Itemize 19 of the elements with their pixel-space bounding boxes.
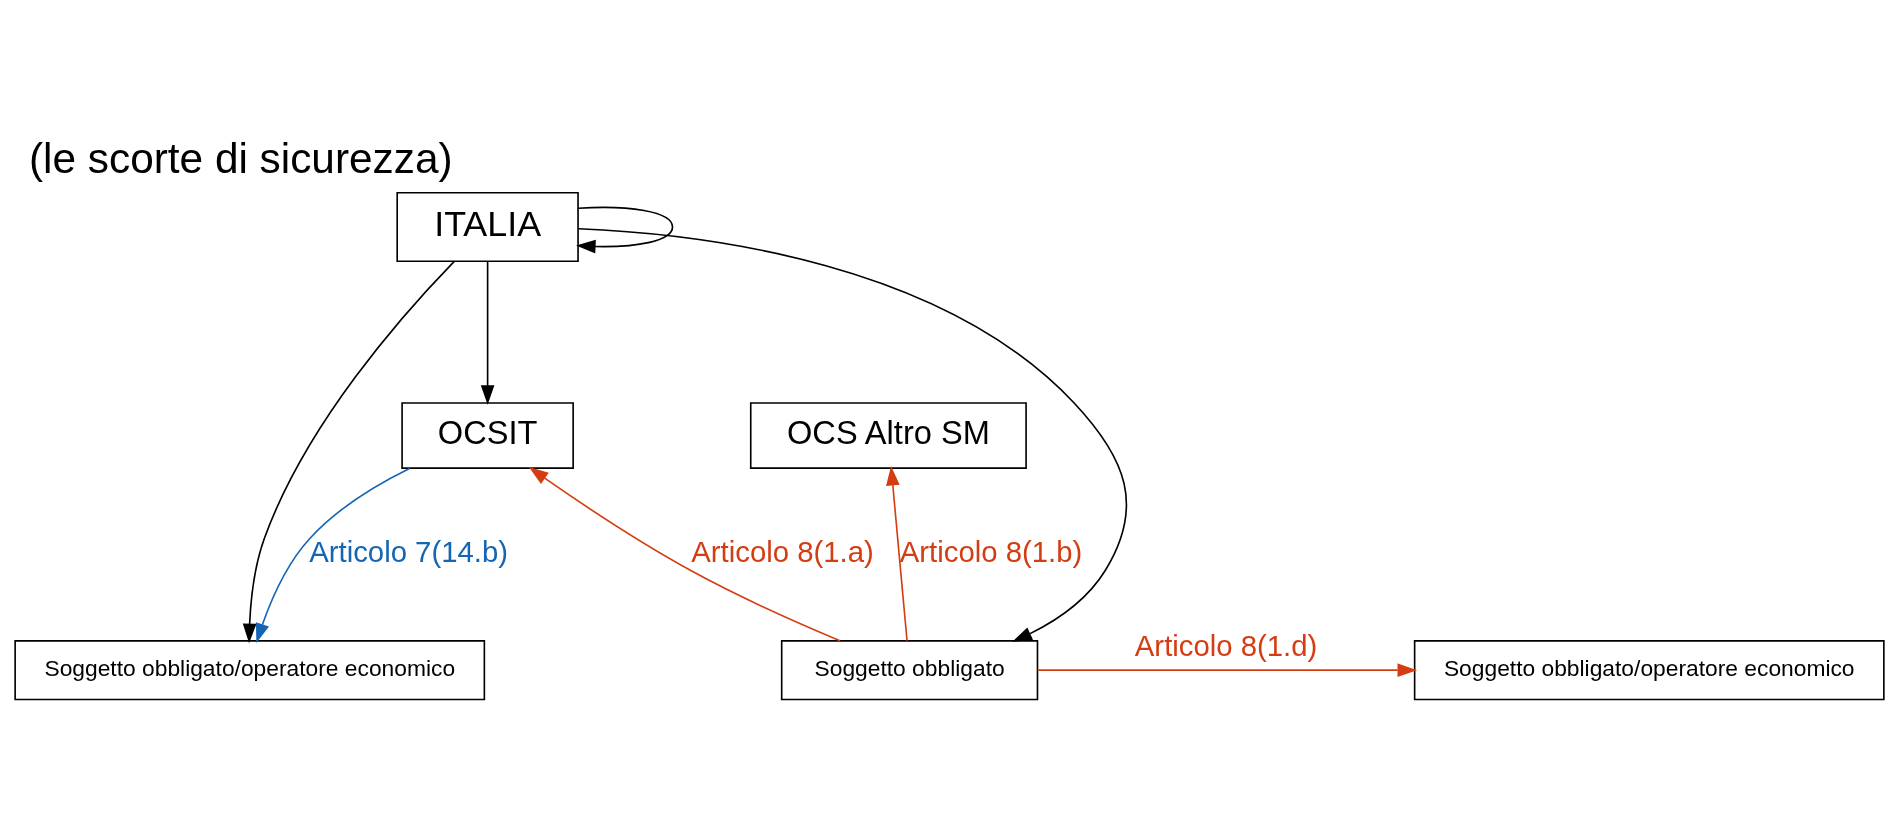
node-box: Soggetto obbligato bbox=[780, 640, 1039, 701]
node-box: Soggetto obbligato/operatore economico bbox=[14, 640, 486, 701]
arrow bbox=[480, 260, 495, 405]
edge-label: Articolo 8(1.a) bbox=[691, 534, 874, 568]
edge-label: Articolo 8(1.d) bbox=[1134, 629, 1318, 663]
diagram-title: (le scorte di sicurezza) bbox=[29, 134, 453, 182]
node-box: ITALIA bbox=[396, 192, 579, 263]
edge-label: Articolo 8(1.b) bbox=[899, 534, 1083, 568]
node-box: Soggetto obbligato/operatore economico bbox=[1413, 640, 1885, 701]
arrow bbox=[528, 467, 841, 642]
arrow bbox=[1036, 663, 1418, 677]
arrow bbox=[576, 206, 674, 254]
arrow bbox=[255, 467, 411, 644]
arrow bbox=[577, 227, 1128, 642]
arrow bbox=[242, 260, 455, 644]
edge-label: Articolo 7(14.b) bbox=[309, 534, 508, 568]
arrow bbox=[886, 465, 908, 642]
node-box: OCS Altro SM bbox=[749, 402, 1027, 469]
node-box: OCSIT bbox=[401, 402, 574, 469]
